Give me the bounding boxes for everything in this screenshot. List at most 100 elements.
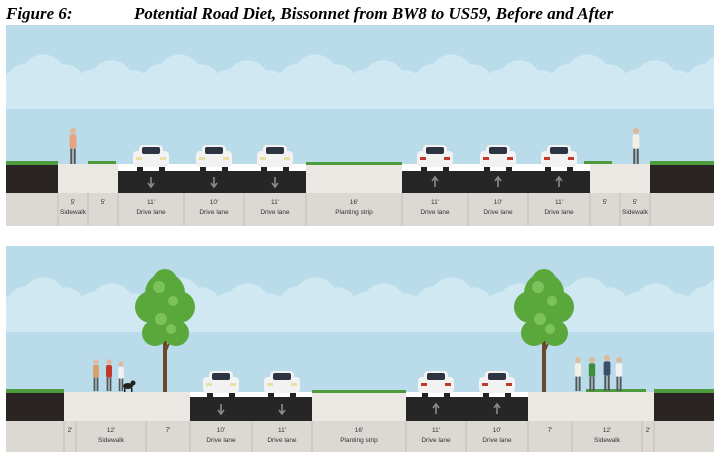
segment-label: 16'Planting strip: [312, 427, 406, 445]
car: [541, 145, 577, 171]
segment-label: [6, 199, 58, 201]
segments: [6, 371, 714, 452]
sidewalk: [528, 392, 572, 421]
grass-strip: [654, 389, 714, 393]
street-tree: [135, 269, 195, 392]
segment-width: 2': [67, 427, 73, 434]
direction-arrow: [210, 177, 218, 189]
segment-width: 11': [271, 199, 279, 206]
direction-arrow: [217, 404, 225, 416]
segment-label: 11' Drive lane: [118, 199, 184, 217]
segment-width: 5': [602, 199, 608, 206]
planting-strip: [312, 392, 406, 421]
pedestrian: [632, 127, 640, 164]
segment-label: [650, 199, 714, 201]
sidewalk: [58, 164, 88, 193]
segment-width: 11': [147, 199, 155, 206]
segment-width: 5': [100, 199, 106, 206]
direction-arrow: [278, 404, 286, 416]
sidewalk: [642, 392, 654, 421]
direction-arrow: [555, 175, 563, 187]
sidewalk: [64, 392, 76, 421]
pedestrian: [118, 361, 124, 392]
segment-name: Drive lane: [483, 209, 513, 216]
pedestrian: [588, 357, 596, 392]
segment-label: 2': [642, 427, 654, 437]
sidewalk: [76, 392, 146, 421]
segment-name: Planting strip: [335, 209, 373, 216]
segment-width: 16': [349, 199, 359, 206]
segment-width: 5': [70, 199, 76, 206]
segment-label: 11' Drive lane: [244, 199, 306, 217]
direction-arrow: [432, 402, 440, 414]
car: [203, 371, 239, 397]
grass-tuft: [88, 161, 116, 164]
segment-width: 10': [493, 199, 503, 206]
sidewalk: [88, 164, 118, 193]
segment-width: 11': [555, 199, 563, 206]
direction-arrow: [494, 175, 502, 187]
pedestrian: [603, 354, 611, 391]
segment-label: [6, 427, 64, 429]
segment-name: Sidewalk: [621, 209, 648, 216]
soil: [6, 392, 64, 421]
sidewalk: [620, 164, 650, 193]
pedestrian: [574, 357, 582, 392]
segment-width: 16': [354, 427, 364, 434]
grass-strip: [306, 162, 402, 165]
car: [480, 145, 516, 171]
figure-number: Figure 6:: [6, 4, 73, 23]
segment-name: Drive lane: [420, 209, 450, 216]
figure-title: Potential Road Diet, Bissonnet from BW8 …: [134, 4, 614, 23]
segment-width: 11': [278, 427, 286, 434]
segment-name: Drive lane: [199, 209, 229, 216]
figure-caption: Figure 6: Potential Road Diet, Bissonnet …: [6, 4, 613, 24]
segment-name: Sidewalk: [97, 437, 124, 444]
sidewalk: [572, 392, 642, 421]
segment-name: Drive lane: [544, 209, 574, 216]
cross-section-graphic: [6, 246, 714, 452]
street-tree: [514, 269, 574, 392]
segment-width: 11': [432, 427, 440, 434]
segment-width: 10': [492, 427, 502, 434]
grass-strip: [6, 161, 58, 165]
grass-tuft: [586, 389, 646, 392]
segment-width: 10': [209, 199, 219, 206]
grass-tuft: [6, 389, 64, 392]
direction-arrow: [147, 177, 155, 189]
soil: [6, 164, 58, 193]
segment-label: 10' Drive lane: [468, 199, 528, 217]
segment-label: 5': [590, 199, 620, 209]
segment-name: Drive lane: [260, 209, 290, 216]
direction-arrow: [271, 177, 279, 189]
segment-label: [654, 427, 714, 429]
sidewalk: [146, 392, 190, 421]
car: [196, 145, 232, 171]
segment-label: 2': [64, 427, 76, 437]
segment-label: 11' Drive lane: [528, 199, 590, 217]
segment-width: 5': [632, 199, 638, 206]
dog: [123, 380, 136, 392]
segment-name: Drive lane: [206, 437, 236, 444]
segment-label: 10'Drive lane: [466, 427, 528, 445]
segment-label: 5': [88, 199, 118, 209]
segment-label: 12'Sidewalk: [76, 427, 146, 445]
soil: [650, 164, 714, 193]
segment-width: 7': [165, 427, 171, 434]
sidewalk: [590, 164, 620, 193]
segment-width: 12': [602, 427, 612, 434]
segment-width: 10': [216, 427, 226, 434]
segment-width: 7': [547, 427, 553, 434]
direction-arrow: [431, 175, 439, 187]
segment-width: 11': [431, 199, 439, 206]
grass-strip: [650, 161, 714, 165]
car: [133, 145, 169, 171]
label-band: [6, 421, 714, 452]
direction-arrow: [493, 402, 501, 414]
segment-label: 5' Sidewalk: [620, 199, 650, 217]
segment-width: 2': [645, 427, 651, 434]
grass-strip: [312, 390, 406, 393]
segment-name: Drive lane: [136, 209, 166, 216]
